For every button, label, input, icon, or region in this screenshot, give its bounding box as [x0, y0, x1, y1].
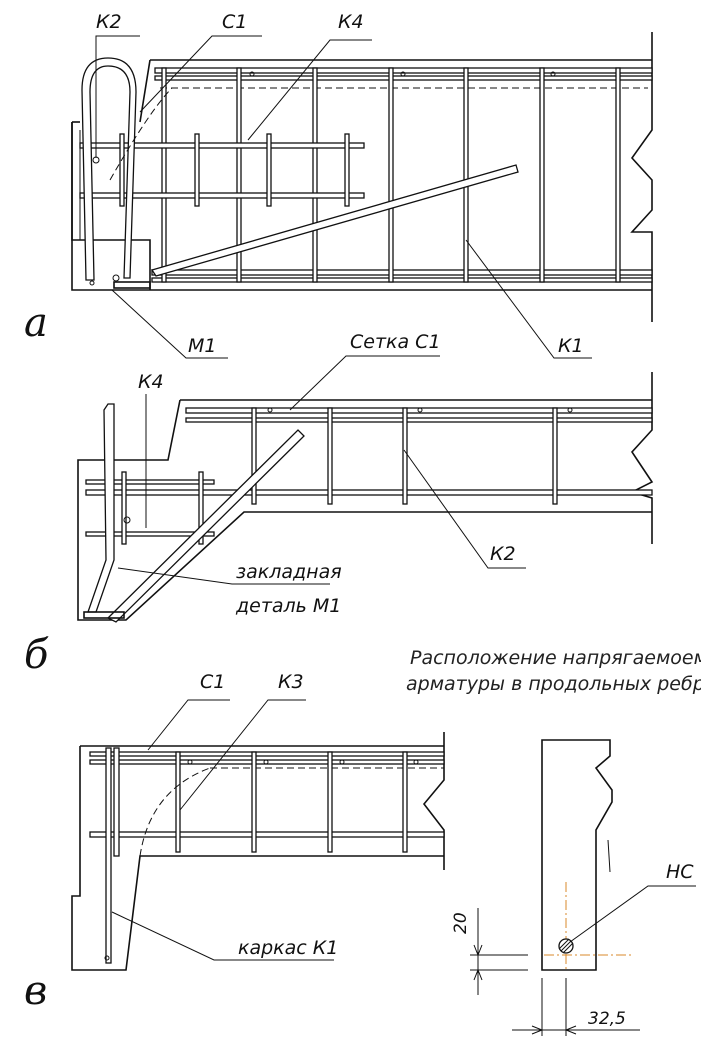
- label-a-k2: К2: [96, 11, 122, 33]
- view-c: [71, 699, 445, 971]
- label-b-mesh: Сетка С1: [350, 331, 441, 353]
- label-b-embed-1: закладная: [236, 561, 342, 583]
- view-c-letter: в: [24, 968, 47, 1014]
- view-b: [77, 355, 654, 623]
- dim-horizontal: 32,5: [588, 1009, 626, 1029]
- section-title-line1: Расположение напрягаемоемой: [410, 647, 701, 669]
- label-a-k4: К4: [338, 11, 364, 33]
- dim-vertical: 20: [451, 912, 471, 934]
- label-c-frame: каркас К1: [238, 937, 338, 959]
- rib-section: [470, 739, 696, 1036]
- label-a-c1: С1: [222, 11, 247, 33]
- label-a-k1: К1: [558, 335, 584, 357]
- label-a-m1: М1: [188, 335, 216, 357]
- label-b-k4: К4: [138, 371, 164, 393]
- label-b-embed-2: деталь М1: [235, 595, 341, 617]
- view-a-letter: а: [24, 300, 48, 346]
- label-c-k3: К3: [278, 671, 304, 693]
- label-c-c1: С1: [200, 671, 225, 693]
- label-b-k2: К2: [490, 543, 516, 565]
- section-title-line2: арматуры в продольных ребрах: [406, 673, 701, 695]
- view-a: [71, 32, 653, 359]
- view-a-stirrups: [161, 67, 621, 283]
- label-section-hc: НС: [666, 861, 694, 883]
- view-b-letter: б: [24, 632, 49, 678]
